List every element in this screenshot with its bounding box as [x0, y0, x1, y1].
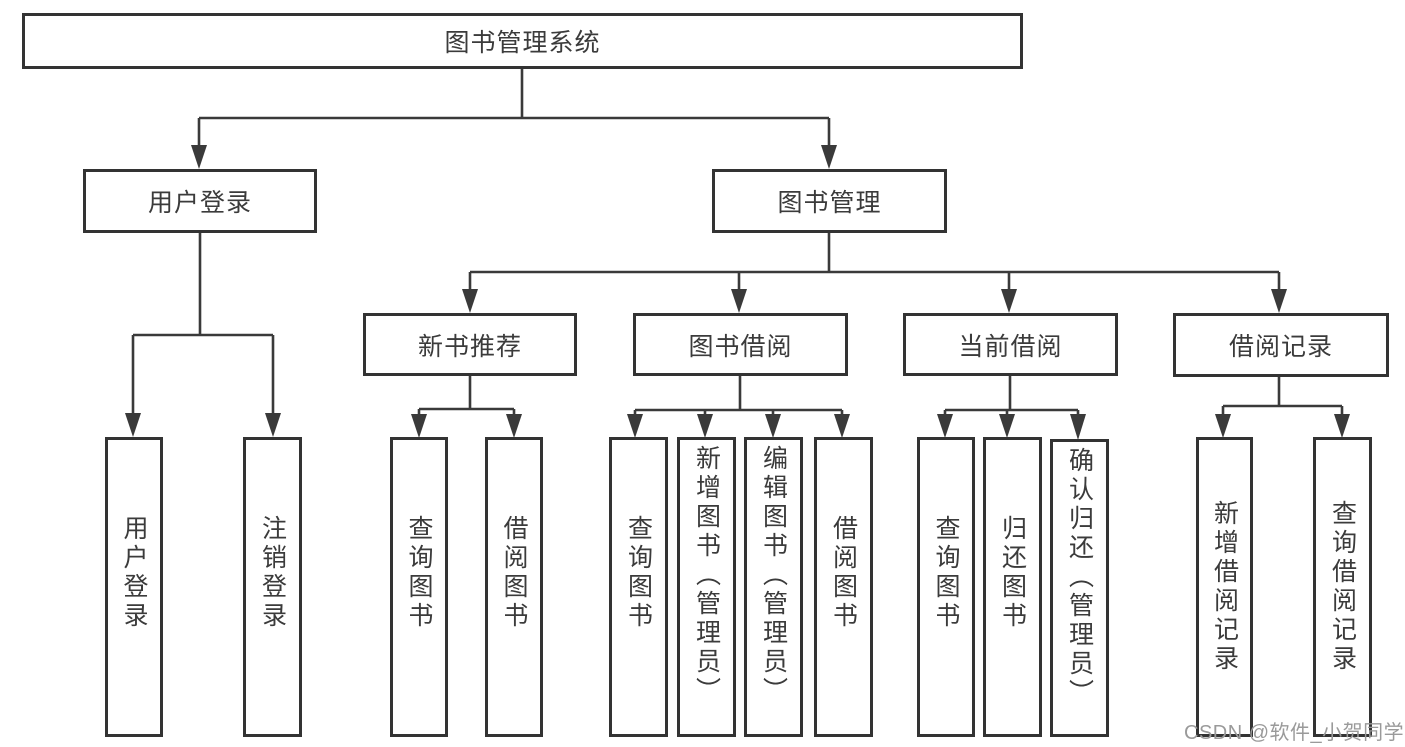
leaf-query-books-current: 查询图书 [917, 437, 975, 737]
arrowhead [697, 414, 713, 438]
node-root-library-system: 图书管理系统 [22, 13, 1023, 69]
arrowhead [1215, 414, 1231, 438]
leaf-user-login: 用户登录 [105, 437, 163, 737]
leaf-logout: 注销登录 [243, 437, 302, 737]
leaf-add-borrow-record: 新增借阅记录 [1196, 437, 1253, 737]
connector-book-management [468, 233, 1281, 293]
arrowhead [731, 289, 747, 313]
connector-borrow-records [1221, 377, 1344, 418]
connector-root [197, 68, 831, 150]
arrowhead [834, 414, 850, 438]
arrowhead [265, 413, 281, 437]
arrowhead [462, 289, 478, 313]
leaf-add-books-admin: 新增图书（管理员） [677, 437, 736, 737]
arrowhead [1271, 289, 1287, 313]
arrowhead [1001, 289, 1017, 313]
leaf-edit-books-admin: 编辑图书（管理员） [744, 437, 803, 737]
arrowhead [937, 414, 953, 438]
arrowhead [1334, 414, 1350, 438]
connector-new-book-recommend [417, 376, 516, 418]
arrowhead [411, 414, 427, 438]
csdn-watermark: CSDN @软件_小贺同学 [1184, 722, 1405, 744]
leaf-return-books: 归还图书 [983, 437, 1042, 737]
node-book-borrow: 图书借阅 [633, 313, 848, 376]
arrowhead [999, 414, 1015, 438]
leaf-query-books-recommend: 查询图书 [390, 437, 448, 737]
leaf-borrow-books-recommend: 借阅图书 [485, 437, 543, 737]
node-borrow-records: 借阅记录 [1173, 313, 1389, 377]
connector-current-borrow [943, 376, 1080, 418]
node-user-login: 用户登录 [83, 169, 317, 233]
arrowhead [765, 414, 781, 438]
node-book-management: 图书管理 [712, 169, 947, 233]
node-new-book-recommend: 新书推荐 [363, 313, 577, 376]
leaf-confirm-return-admin: 确认归还（管理员） [1050, 439, 1109, 737]
leaf-query-books-borrow: 查询图书 [609, 437, 668, 737]
node-current-borrow: 当前借阅 [903, 313, 1118, 376]
connector-user-login [131, 233, 275, 418]
leaf-query-borrow-record: 查询借阅记录 [1313, 437, 1372, 737]
leaf-borrow-books: 借阅图书 [814, 437, 873, 737]
arrowhead [125, 413, 141, 437]
arrowhead [1070, 414, 1086, 440]
arrowhead [506, 414, 522, 438]
arrowhead [821, 145, 837, 169]
connector-book-borrow [633, 376, 844, 418]
arrowheads [125, 145, 1350, 440]
arrowhead [191, 145, 207, 169]
arrowhead [627, 414, 643, 438]
